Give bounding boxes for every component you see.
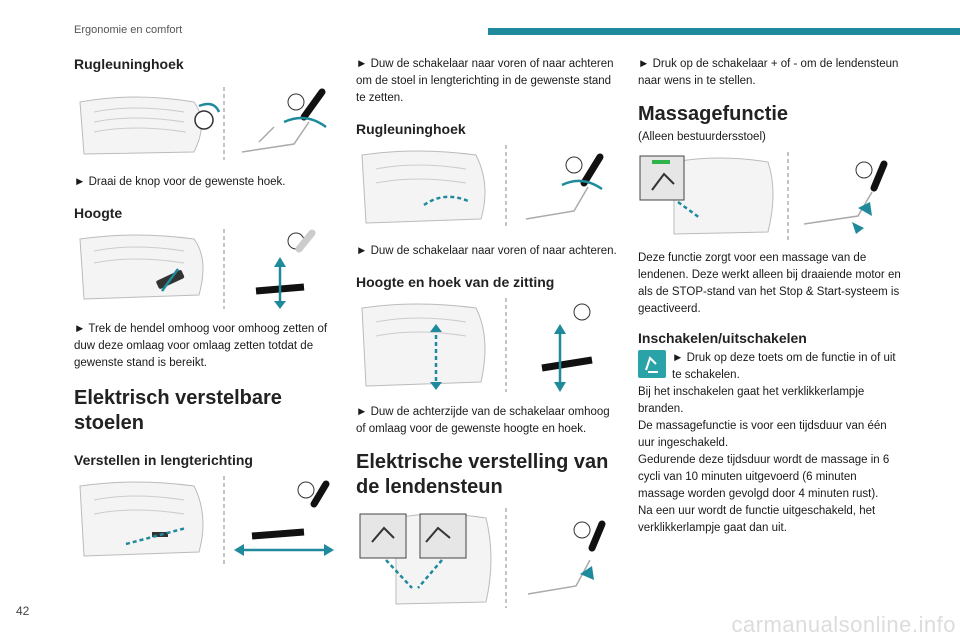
- massage-seat-icon: [638, 350, 666, 378]
- text-massage-desc: Deze functie zorgt voor een massage van …: [638, 252, 901, 315]
- text-duw-schakelaar-rug: ► Duw de schakelaar naar voren of naar a…: [356, 245, 617, 257]
- text-bestuurdersstoel: (Alleen bestuurdersstoel): [638, 131, 766, 143]
- page-number: 42: [16, 604, 30, 618]
- heading-rugleuninghoek: Rugleuninghoek: [74, 56, 184, 72]
- text-lampje: Bij het inschakelen gaat het verklikkerl…: [638, 386, 865, 415]
- heading-elektrisch: Elektrisch verstelbare stoelen: [74, 387, 282, 434]
- text-trek-hendel: ► Trek de hendel omhoog voor omhoog zett…: [74, 323, 328, 369]
- heading-lengterichting: Verstellen in lengterichting: [74, 452, 253, 468]
- text-duw-schakelaar-lengte: ► Duw de schakelaar naar voren of naar a…: [356, 58, 614, 104]
- heading-hoogte: Hoogte: [74, 205, 123, 221]
- illustration-backrest-switch: [356, 145, 618, 229]
- column-3: ► Druk op de schakelaar + of - om de len…: [638, 56, 904, 537]
- heading-inschakelen: Inschakelen/uitschakelen: [638, 330, 807, 346]
- section-title: Ergonomie en comfort: [74, 24, 183, 36]
- watermark: carmanualsonline.info: [731, 612, 956, 637]
- illustration-massage: [638, 152, 900, 240]
- text-druk-toets: ► Druk op deze toets om de functie in of…: [672, 352, 896, 381]
- illustration-longitudinal: [74, 476, 336, 566]
- heading-rugleuninghoek-2: Rugleuninghoek: [356, 121, 466, 137]
- heading-lendensteun: Elektrische verstelling van de lendenste…: [356, 451, 609, 498]
- text-druk-plus-min: ► Druk op de schakelaar + of - om de len…: [638, 58, 899, 87]
- header-accent-bar: [488, 28, 960, 35]
- column-2: ► Duw de schakelaar naar voren of naar a…: [356, 56, 618, 608]
- text-achterzijde: ► Duw de achterzijde van de schakelaar o…: [356, 406, 610, 435]
- illustration-backrest-knob: [74, 82, 336, 162]
- text-draai-knop: ► Draai de knop voor de gewenste hoek.: [74, 176, 286, 188]
- massage-toggle-row: ► Druk op deze toets om de functie in of…: [638, 350, 904, 384]
- illustration-seat-height-angle: [356, 298, 618, 392]
- text-cycli: Gedurende deze tijdsduur wordt de massag…: [638, 454, 890, 500]
- illustration-lumbar: [356, 508, 618, 608]
- heading-massagefunctie: Massagefunctie: [638, 103, 789, 125]
- column-1: Rugleuninghoek ► Draai de knop voor de g…: [74, 56, 336, 566]
- heading-zitting: Hoogte en hoek van de zitting: [356, 274, 555, 290]
- text-uitgeschakeld: Na een uur wordt de functie uitgeschakel…: [638, 505, 876, 534]
- text-tijdsduur: De massagefunctie is voor een tijdsduur …: [638, 420, 887, 449]
- illustration-height-lever: [74, 229, 336, 309]
